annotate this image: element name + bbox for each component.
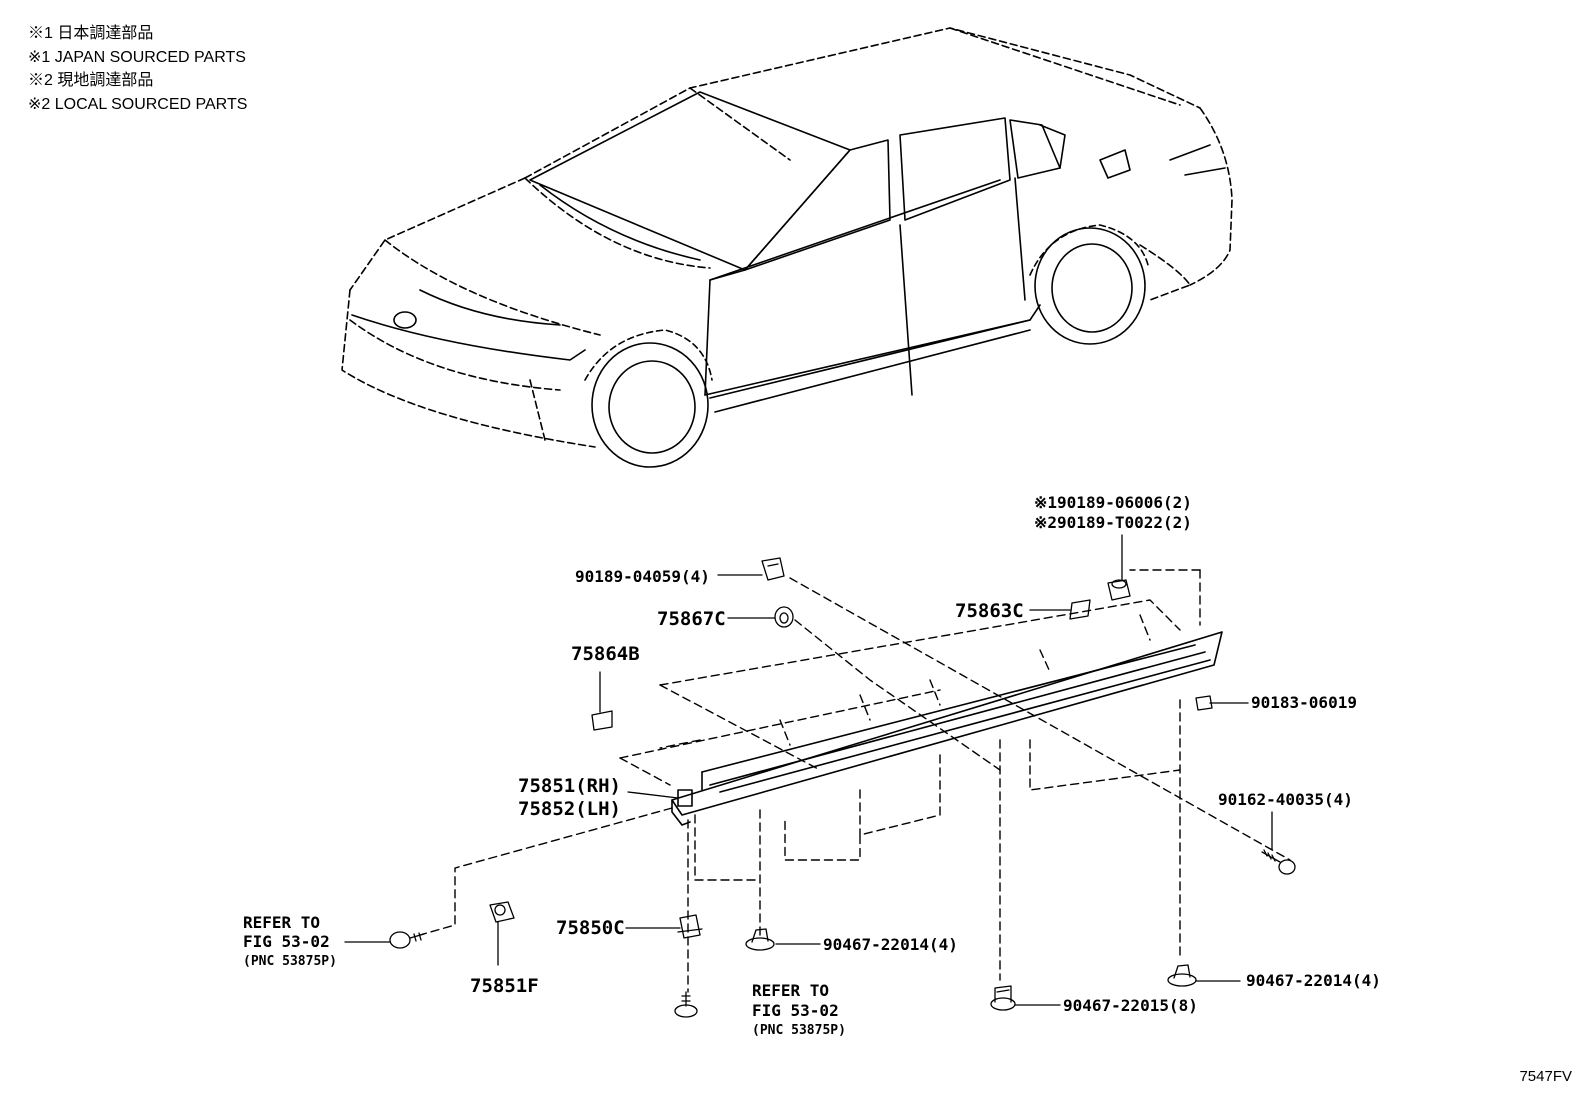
label-90467-22015: 90467-22015(8)	[1063, 996, 1198, 1015]
legend-line-local-en: ※2 LOCAL SOURCED PARTS	[28, 95, 248, 113]
bolt-bottom-icon	[674, 991, 698, 1018]
label-refer-right-1: REFER TO	[752, 981, 829, 1000]
car-illustration	[341, 27, 1233, 448]
legend-line-japan-jp: ※1 日本調達部品	[28, 25, 154, 42]
label-75850c: 75850C	[556, 917, 625, 939]
clip-90189-04059-icon	[761, 557, 785, 581]
label-75852-lh: 75852(LH)	[518, 798, 621, 820]
pad-75863c-icon	[1069, 599, 1091, 620]
grommet-75867c-icon	[774, 606, 794, 628]
part-labels: ※190189-06006(2) ※290189-T0022(2) 90189-…	[243, 493, 1381, 1038]
label-refer-right-2: FIG 53-02	[752, 1001, 839, 1020]
clip-90467-22015-icon	[990, 985, 1016, 1011]
legend-line-local-jp: ※2 現地調達部品	[28, 72, 154, 89]
clip-75851f-icon	[489, 901, 515, 923]
screw-90162-40035-icon	[1261, 849, 1296, 875]
car-solid-lines	[351, 91, 1226, 413]
label-90183-06019: 90183-06019	[1251, 693, 1357, 712]
label-75867c: 75867C	[657, 608, 726, 630]
clip-90467-22014-a-icon	[745, 928, 775, 951]
parts-source-legend: ※1 日本調達部品 ※1 JAPAN SOURCED PARTS ※2 現地調達…	[28, 22, 247, 116]
label-75864b: 75864B	[571, 643, 640, 665]
label-75851-rh: 75851(RH)	[518, 775, 621, 797]
label-90467-22014-a: 90467-22014(4)	[823, 935, 958, 954]
label-refer-left-3: (PNC 53875P)	[243, 954, 337, 969]
clip-90183-06019-icon	[1195, 695, 1213, 711]
legend-line-japan-en: ※1 JAPAN SOURCED PARTS	[28, 48, 246, 66]
label-90189-T0022: ※290189-T0022(2)	[1034, 513, 1192, 532]
part-icons	[389, 557, 1296, 1018]
clip-75850c-icon	[677, 914, 703, 939]
label-refer-right-3: (PNC 53875P)	[752, 1023, 846, 1038]
label-90162-40035: 90162-40035(4)	[1218, 790, 1353, 809]
pad-75864b-icon	[591, 710, 613, 731]
nut-90189-06006-icon	[1107, 579, 1131, 601]
rear-wheel	[1029, 224, 1149, 345]
leader-lines	[344, 534, 1273, 1006]
label-refer-left-2: FIG 53-02	[243, 932, 330, 951]
label-75863c: 75863C	[955, 600, 1024, 622]
clip-90467-22014-b-icon	[1167, 964, 1197, 987]
front-wheel	[584, 329, 713, 468]
label-90467-22014-b: 90467-22014(4)	[1246, 971, 1381, 990]
label-90189-04059: 90189-04059(4)	[575, 567, 710, 586]
label-90189-06006: ※190189-06006(2)	[1034, 493, 1192, 512]
assembly-guide-lines	[419, 569, 1291, 993]
figure-code: 7547FV	[1519, 1068, 1572, 1085]
rocker-molding-75851	[671, 631, 1223, 826]
label-refer-left-1: REFER TO	[243, 913, 320, 932]
bolt-left-icon	[389, 931, 425, 949]
label-75851f: 75851F	[470, 975, 539, 997]
